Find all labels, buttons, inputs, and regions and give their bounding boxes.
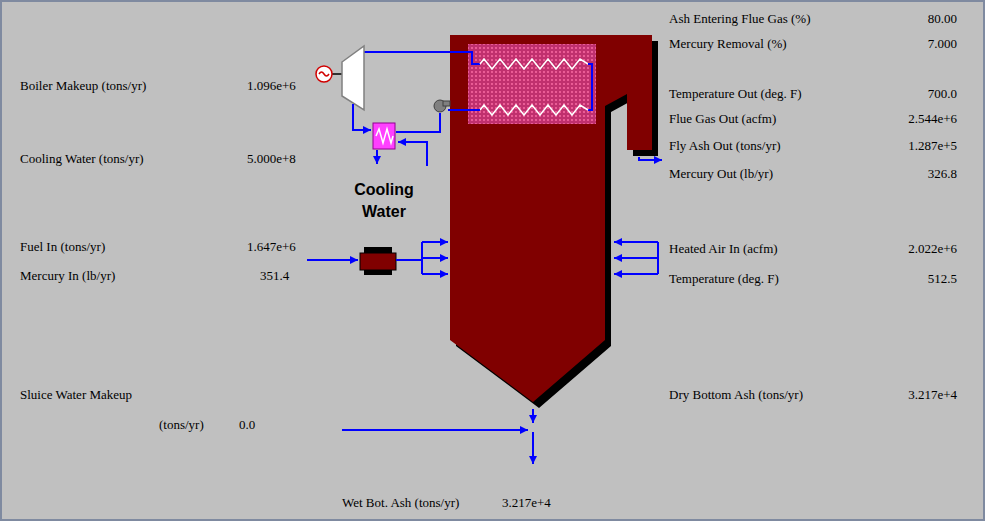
heat-exchanger-coil (376, 129, 393, 143)
field-label: Mercury Out (lb/yr) (669, 166, 773, 181)
field-label: Sluice Water Makeup (20, 387, 132, 402)
field-value: 2.544e+6 (908, 111, 957, 126)
field-label: Boiler Makeup (tons/yr) (20, 78, 146, 93)
superheater-section (468, 44, 596, 124)
cooling-out-line (376, 150, 378, 164)
field-label: Heated Air In (acfm) (669, 241, 778, 256)
field-label: Temperature Out (deg. F) (669, 86, 802, 101)
equipment-label: Cooling Water (347, 179, 421, 223)
lower-coil (480, 105, 588, 115)
sluice-line (342, 429, 528, 431)
field-value: 1.096e+6 (247, 78, 296, 93)
condensate-line (396, 113, 440, 132)
field-label: Flue Gas Out (acfm) (669, 111, 776, 126)
field-value: 80.00 (928, 11, 957, 26)
mill-symbol (360, 253, 396, 270)
fuel-line (307, 259, 358, 261)
boiler-body (450, 35, 652, 402)
field-value: 3.217e+4 (908, 387, 957, 402)
wet-ash-line (532, 432, 534, 464)
burner-arrow (422, 241, 448, 243)
field-label: Mercury Removal (%) (669, 36, 787, 51)
bottom-ash-line (532, 409, 534, 423)
air-arrow (614, 257, 658, 259)
field-value: 0.0 (239, 417, 255, 432)
field-label: Mercury In (lb/yr) (20, 268, 115, 283)
generator-shaft (332, 73, 342, 75)
field-label: Cooling Water (tons/yr) (20, 151, 144, 166)
field-value: 7.000 (928, 36, 957, 51)
field-value: 1.647e+6 (247, 239, 296, 254)
field-label: Fly Ash Out (tons/yr) (669, 138, 781, 153)
field-value: 700.0 (928, 86, 957, 101)
generator-symbol (316, 66, 332, 82)
field-label: Ash Entering Flue Gas (%) (669, 11, 811, 26)
steam-line (364, 52, 480, 64)
field-value: 326.8 (928, 166, 957, 181)
air-arrow (614, 273, 658, 275)
coil-return (588, 64, 592, 110)
field-label: Dry Bottom Ash (tons/yr) (669, 387, 803, 402)
heat-exchanger-icon (347, 121, 421, 151)
fly-ash-line (639, 157, 662, 160)
field-value: 512.5 (928, 271, 957, 286)
field-value: 351.4 (260, 268, 289, 283)
air-arrow (614, 241, 658, 243)
feedwater-line (448, 109, 480, 111)
fuel-header (396, 259, 422, 261)
heat-exchanger: Cooling Water (347, 121, 421, 231)
field-value: 2.022e+6 (908, 241, 957, 256)
burner-arrow (422, 273, 448, 275)
mill-cap (364, 247, 392, 253)
heat-exchanger-box (373, 123, 395, 149)
field-value: 5.000e+8 (247, 151, 296, 166)
pump-outlet (443, 101, 450, 106)
exhaust-line (353, 104, 371, 130)
field-label: Fuel In (tons/yr) (20, 239, 105, 254)
generator-wave (319, 72, 329, 76)
cooling-in-line (398, 142, 427, 166)
field-value: 1.287e+5 (908, 138, 957, 153)
field-label: (tons/yr) (159, 417, 204, 432)
field-label: Wet Bot. Ash (tons/yr) (342, 495, 459, 510)
upper-coil (480, 59, 588, 69)
field-value: 3.217e+4 (502, 495, 551, 510)
field-label: Temperature (deg. F) (669, 271, 779, 286)
mill-base (364, 270, 392, 275)
burner-arrow (422, 257, 448, 259)
turbine-symbol (342, 46, 364, 110)
